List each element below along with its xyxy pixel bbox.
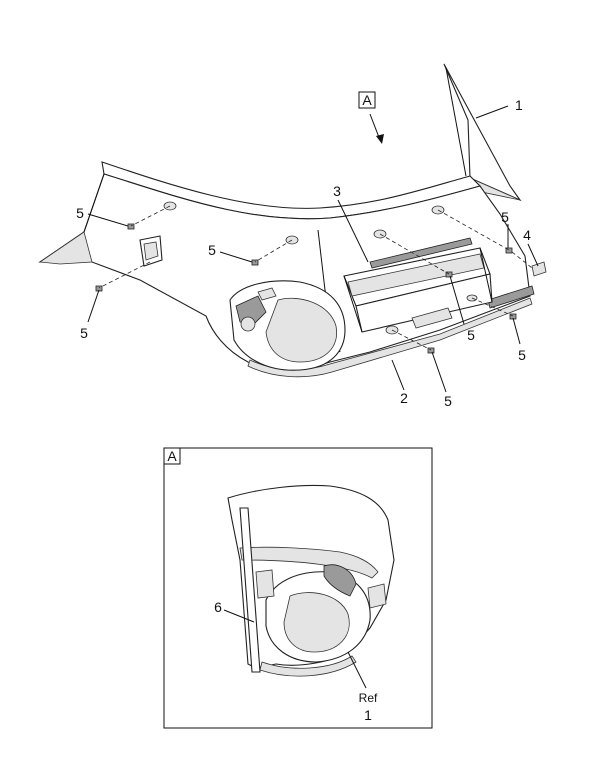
inset-detail-a: A 6 Ref 1 (163, 447, 433, 729)
callout-3: 3 (333, 183, 341, 199)
inset-label: A (167, 448, 177, 464)
callout-6: 6 (214, 599, 222, 615)
fasteners (95, 223, 547, 354)
callout-4: 4 (523, 227, 531, 243)
callout-2: 2 (400, 390, 408, 406)
part-1-panel (443, 63, 522, 202)
callout-1: 1 (515, 97, 523, 113)
alignment-lines (98, 205, 533, 351)
callout-5-f: 5 (518, 347, 526, 363)
callout-5-g: 5 (444, 393, 452, 409)
part-3-pocket (343, 237, 493, 333)
callout-5-b: 5 (208, 242, 216, 258)
callout-5-a: 5 (76, 205, 84, 221)
ref-label: Ref (359, 691, 378, 705)
callout-5-d: 5 (501, 209, 509, 225)
callout-5-c: 5 (80, 325, 88, 341)
ref-number: 1 (364, 707, 372, 723)
callouts: 1 2 3 4 5 5 5 5 5 5 5 (76, 97, 531, 409)
clip-holes (139, 201, 478, 335)
view-a-marker: A (358, 91, 384, 144)
cup-recess (229, 280, 346, 371)
callout-5-e: 5 (467, 327, 475, 343)
view-a-label: A (362, 92, 372, 108)
leader-lines (87, 105, 539, 393)
